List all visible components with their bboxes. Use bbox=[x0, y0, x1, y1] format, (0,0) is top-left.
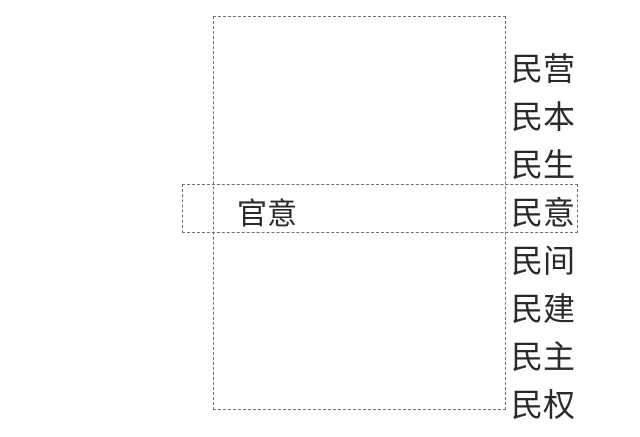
column-word: 民权 bbox=[511, 386, 576, 424]
column-word: 民间 bbox=[511, 242, 576, 280]
horizontal-dashed-box bbox=[182, 184, 578, 233]
column-word: 民意 bbox=[511, 194, 576, 232]
vertical-dashed-box bbox=[213, 16, 506, 410]
highlight-word: 官意 bbox=[237, 197, 297, 232]
column-word: 民本 bbox=[511, 98, 576, 136]
word-column: 民营 民本 民生 民意 民间 民建 民主 民权 bbox=[511, 45, 581, 429]
column-word: 民主 bbox=[511, 338, 576, 376]
column-word: 民营 bbox=[511, 50, 576, 88]
column-word: 民建 bbox=[511, 290, 576, 328]
column-word: 民生 bbox=[511, 146, 576, 184]
